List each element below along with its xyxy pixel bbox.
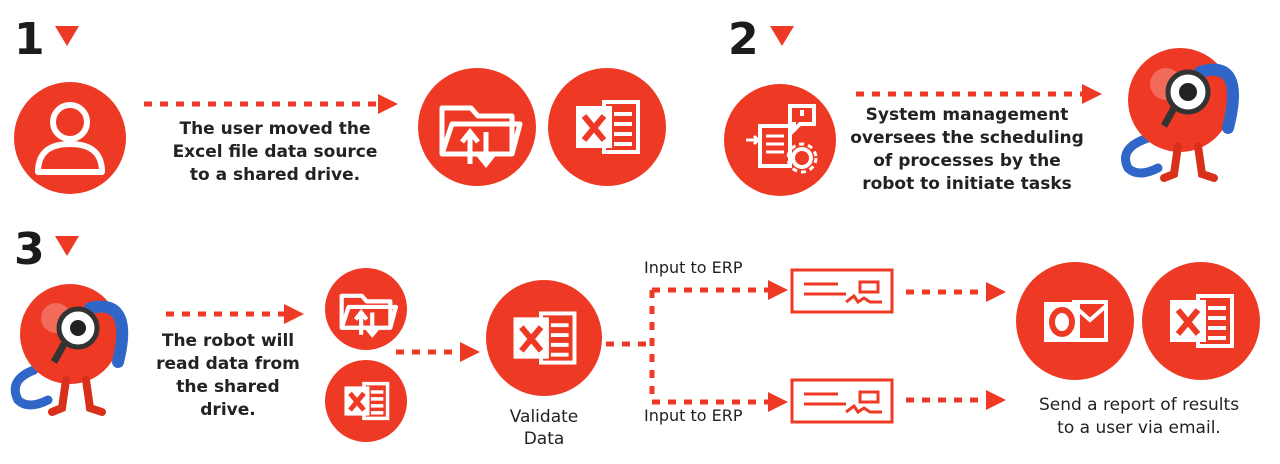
step-3-robot-caption-line: The robot will — [161, 331, 295, 351]
robot-mascot-icon — [1121, 48, 1240, 182]
step-1-caption-line: to a shared drive. — [189, 165, 361, 185]
step-2-caption: System management oversees the schedulin… — [842, 104, 1092, 196]
step-2-number: 2 — [728, 14, 759, 65]
excel-icon — [486, 280, 602, 396]
erp-form-icon — [790, 268, 894, 314]
step-2-caption-line: of processes by the — [873, 151, 1061, 171]
step-1-caption: The user moved the Excel file data sourc… — [160, 118, 390, 187]
robot-mascot-icon — [10, 284, 129, 416]
report-caption: Send a report of results to a user via e… — [1008, 394, 1270, 440]
step-2-marker-icon — [770, 26, 794, 46]
report-caption-line: Send a report of results — [1038, 395, 1240, 415]
step-3-marker-icon — [55, 236, 79, 256]
excel-icon — [548, 68, 666, 186]
step-3-robot-caption: The robot will read data from the shared… — [148, 330, 308, 422]
step-1-caption-line: Excel file data source — [172, 142, 378, 162]
step-1-arrow — [144, 94, 398, 114]
step-3-arrow-robot — [166, 304, 304, 324]
outlook-icon — [1016, 262, 1134, 380]
erp-form-icon — [790, 378, 894, 424]
step-2-arrow — [856, 84, 1102, 104]
step-3-arrow-to-validate — [396, 342, 480, 362]
erp-bottom-arrow — [906, 390, 1006, 410]
step-1-caption-line: The user moved the — [179, 119, 371, 139]
validate-data-label: Validate Data — [486, 406, 602, 450]
validate-data-label-line: Validate — [509, 407, 579, 427]
branch-bottom-label: Input to ERP — [644, 406, 743, 425]
step-3-number: 3 — [14, 224, 45, 275]
step-3-robot-caption-line: the shared drive. — [176, 377, 280, 420]
validate-data-label-line: Data — [523, 429, 565, 449]
erp-top-arrow — [906, 282, 1006, 302]
step-2-caption-line: oversees the scheduling — [850, 128, 1084, 148]
excel-icon — [325, 360, 407, 442]
excel-icon — [1142, 262, 1260, 380]
step-2-caption-line: System management — [865, 105, 1069, 125]
report-caption-line: to a user via email. — [1057, 418, 1221, 438]
folder-transfer-icon — [325, 268, 407, 350]
user-icon — [14, 82, 126, 194]
step-1-number: 1 — [14, 14, 45, 65]
folder-transfer-icon — [418, 68, 536, 186]
branch-top-label: Input to ERP — [644, 258, 743, 277]
branch-connector — [606, 280, 788, 412]
system-settings-icon — [724, 84, 836, 196]
step-2-caption-line: robot to initiate tasks — [862, 174, 1072, 194]
step-3-robot-caption-line: read data from — [156, 354, 300, 374]
step-1-marker-icon — [55, 26, 79, 46]
